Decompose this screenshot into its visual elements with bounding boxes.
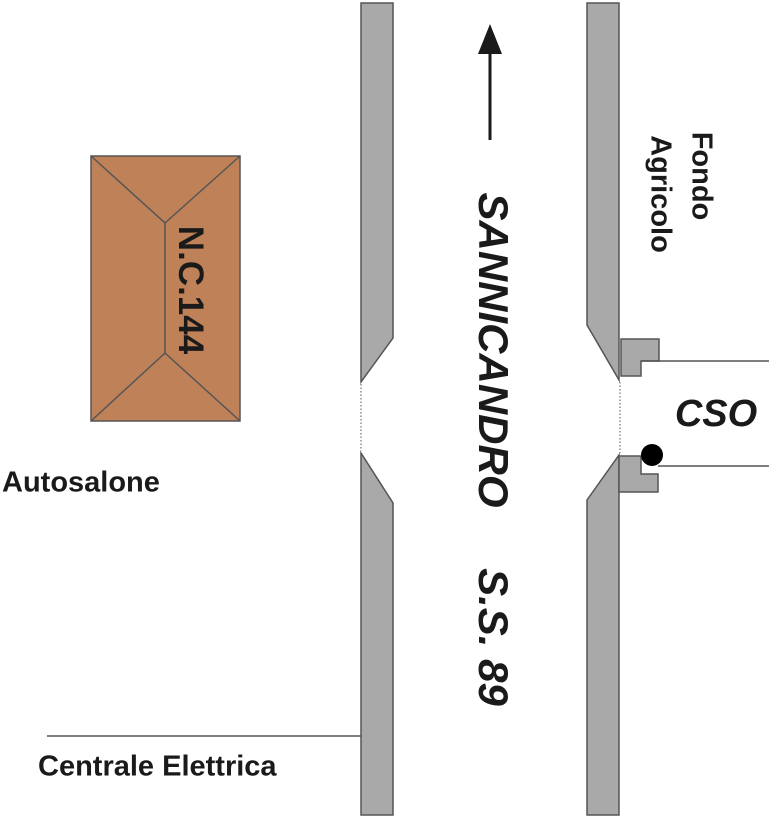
roof-hip-lower-right <box>164 352 241 422</box>
cso-label: CSO <box>675 393 757 435</box>
cso-marker-dot <box>641 444 663 466</box>
building-label: N.C.144 <box>171 226 210 355</box>
centrale-label: Centrale Elettrica <box>38 751 277 783</box>
road-right-wall-lower <box>586 452 620 816</box>
road-right-wall-upper <box>586 2 620 383</box>
road-left-wall-upper <box>360 2 394 385</box>
cso-box-lower <box>618 455 659 493</box>
roof-hip-upper-right <box>164 155 241 224</box>
building-nc144: N.C.144 <box>90 155 241 422</box>
fondo-label-line1: Fondo <box>685 132 717 221</box>
road-left-wall-lower <box>360 450 394 816</box>
cso-box-upper <box>620 338 660 377</box>
autosalone-label: Autosalone <box>2 467 160 499</box>
north-arrow-icon <box>478 24 502 140</box>
road-code: S.S. 89 <box>470 568 517 706</box>
fondo-label-line2: Agricolo <box>644 135 676 253</box>
roof-hip-lines <box>90 155 166 422</box>
road-name: SANNICANDRO <box>470 193 517 508</box>
